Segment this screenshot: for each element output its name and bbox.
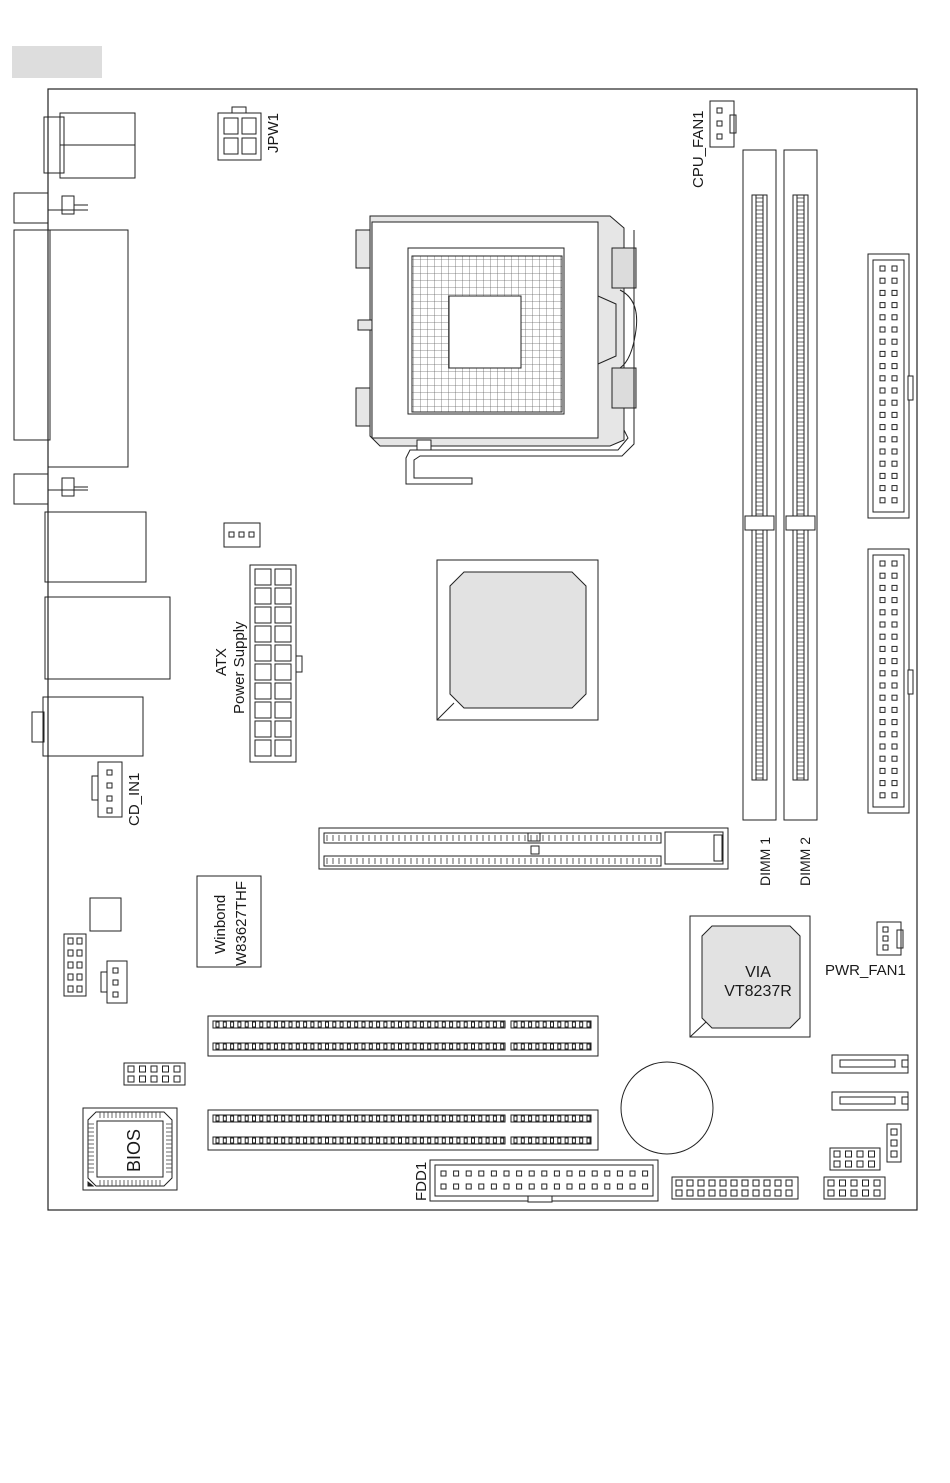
dimm-slots	[743, 150, 817, 820]
cd-in1-label: CD_IN1	[126, 773, 143, 826]
power-supply-label: Power Supply	[231, 621, 248, 714]
dimm1-label: DIMM 1	[757, 837, 773, 886]
pwr-fan1-header	[877, 922, 903, 955]
ide1-header	[868, 254, 913, 518]
fdd1-header	[430, 1160, 658, 1202]
sys-fan-header	[224, 523, 260, 547]
atx-power-connector	[250, 565, 302, 762]
jumper-2pin	[887, 1124, 901, 1162]
jumper-row-left	[124, 1063, 185, 1085]
fdd1-label: FDD1	[413, 1162, 430, 1201]
dimm2-label: DIMM 2	[797, 837, 813, 886]
pwr-fan1-label: PWR_FAN1	[825, 962, 906, 979]
winbond-chip	[197, 876, 261, 967]
atx-label: ATX	[213, 648, 230, 676]
header-tab	[12, 46, 102, 78]
cmos-battery	[621, 1062, 713, 1154]
cpu-fan1-label: CPU_FAN1	[690, 110, 707, 188]
jpw1-label: JPW1	[265, 113, 282, 153]
lan-port	[45, 597, 170, 679]
left-fan-header	[101, 961, 127, 1003]
winbond-label: Winbond	[212, 895, 229, 954]
via-model-label: VT8237R	[724, 983, 792, 1000]
winbond-model-label: W83627THF	[233, 881, 250, 966]
front-panel-header-2	[824, 1177, 885, 1199]
cd-in1-header	[92, 762, 122, 817]
ide-headers	[868, 254, 913, 813]
parallel-port	[48, 230, 128, 467]
rear-io-panel	[14, 113, 170, 756]
front-panel-header-1	[672, 1177, 798, 1199]
jpw1-connector	[218, 107, 261, 160]
usb-header-upper	[830, 1148, 880, 1170]
ide2-header	[868, 549, 913, 813]
sata2-connector	[832, 1092, 908, 1110]
bios-label: BIOS	[124, 1129, 144, 1172]
sata1-connector	[832, 1055, 908, 1073]
cpu-socket	[356, 216, 637, 484]
pci-slot-1	[208, 1016, 598, 1056]
dimm2-slot	[784, 150, 817, 820]
audio-jacks	[43, 697, 143, 756]
left-jumper-block	[64, 934, 86, 996]
pci-slot-2	[208, 1110, 598, 1150]
clock-chip	[90, 898, 121, 931]
northbridge-chip	[437, 560, 598, 720]
cpu-fan1-header	[710, 101, 736, 147]
via-label: VIA	[745, 964, 771, 981]
usb-port	[45, 512, 146, 582]
agp-slot	[319, 828, 728, 869]
dimm1-slot	[743, 150, 776, 820]
